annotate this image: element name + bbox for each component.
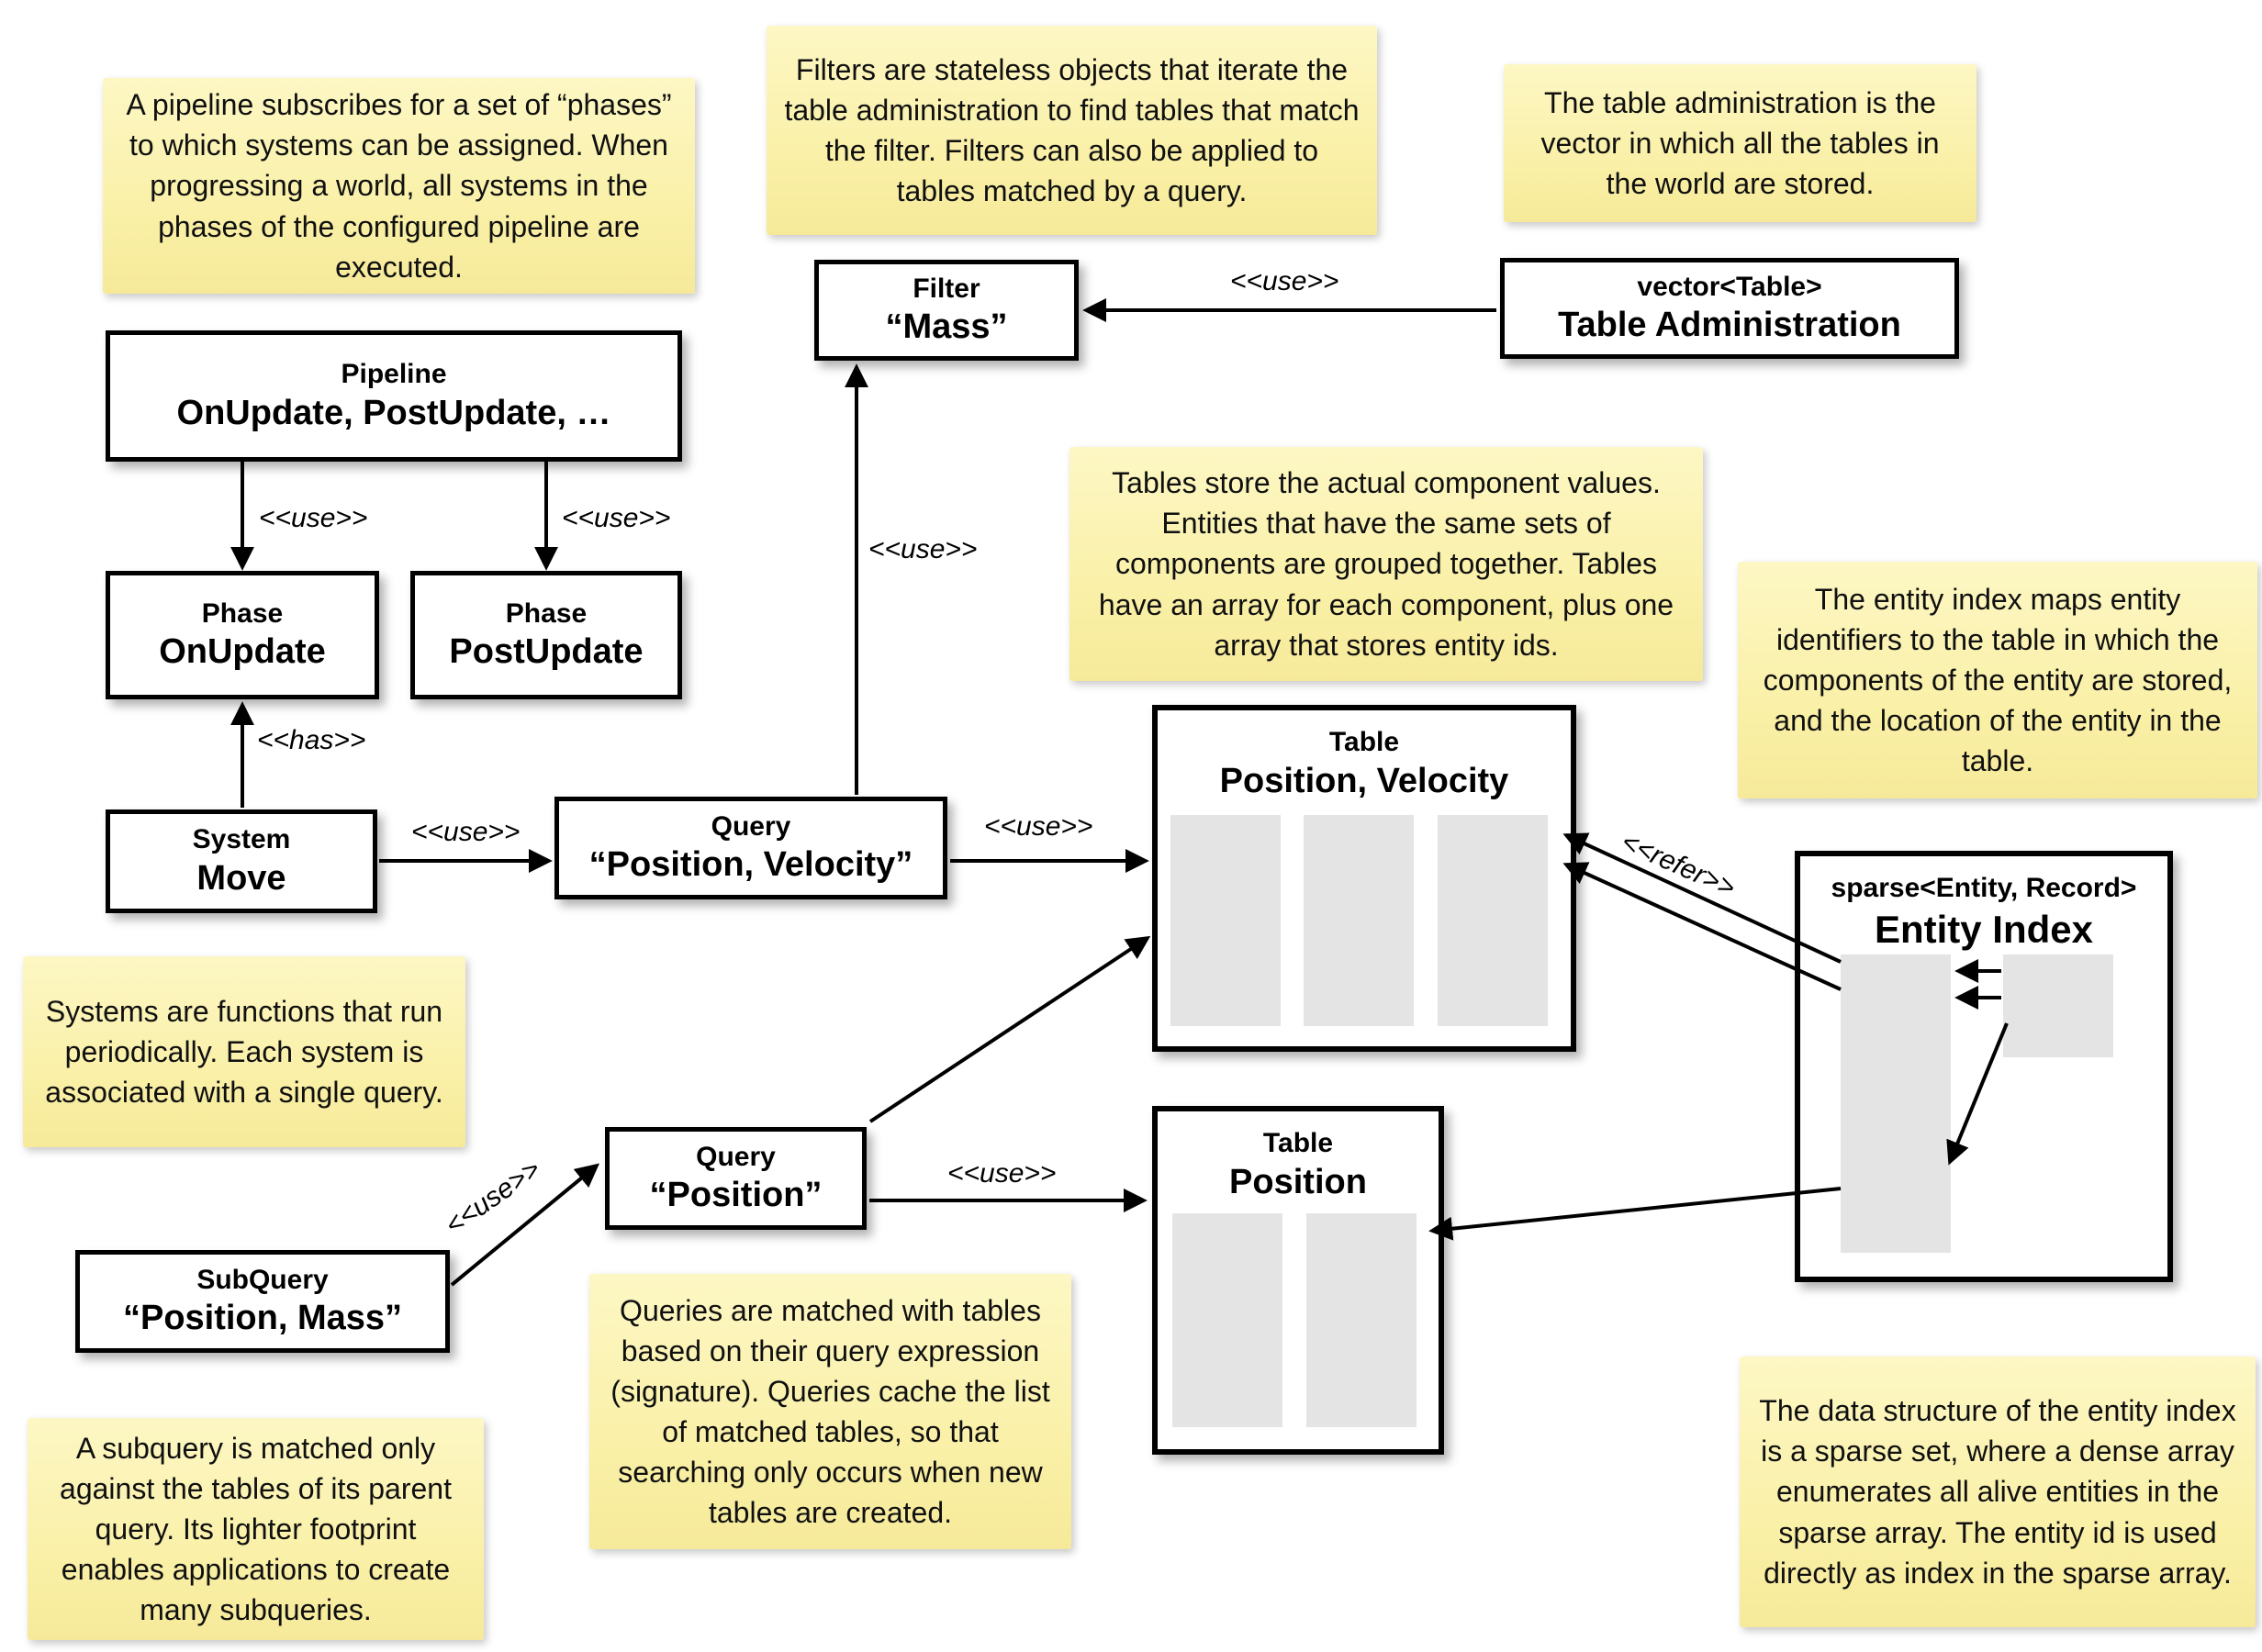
note-entity-index: The entity index maps entity identifiers… xyxy=(1738,562,2257,798)
note-filters: Filters are stateless objects that itera… xyxy=(767,26,1377,235)
box-phase-postupdate-title: Phase xyxy=(505,597,588,629)
box-subquery-title: SubQuery xyxy=(196,1264,329,1295)
edge-label-use: <<use>> xyxy=(439,1154,546,1242)
box-table-position-velocity-title: Table xyxy=(1328,727,1400,757)
box-query-position-title: Query xyxy=(696,1141,776,1172)
box-query-position-velocity-subtitle: “Position, Velocity” xyxy=(588,845,913,884)
sparse-array-column xyxy=(1841,954,1951,1253)
edge-label-has: <<has>> xyxy=(257,725,366,755)
box-pipeline: Pipeline OnUpdate, PostUpdate, … xyxy=(106,330,682,462)
box-table-administration: vector<Table> Table Administration xyxy=(1500,258,1959,359)
note-sparse-set: The data structure of the entity index i… xyxy=(1740,1356,2256,1627)
box-table-position-title: Table xyxy=(1262,1128,1334,1158)
edge-label-use: <<use>> xyxy=(984,811,1093,842)
box-table-position-velocity-subtitle: Position, Velocity xyxy=(1219,761,1509,800)
note-subquery: A subquery is matched only against the t… xyxy=(28,1418,484,1640)
edge-querypos-tablepv xyxy=(868,935,1151,1123)
box-phase-onupdate-title: Phase xyxy=(201,597,284,629)
note-tables: Tables store the actual component values… xyxy=(1069,447,1703,681)
box-entity-index: sparse<Entity, Record> Entity Index xyxy=(1795,851,2173,1282)
edge-label-refer: <<refer>> xyxy=(1617,826,1740,904)
box-pipeline-subtitle: OnUpdate, PostUpdate, … xyxy=(176,393,611,432)
box-query-position-velocity: Query “Position, Velocity” xyxy=(554,797,947,899)
box-system-move-subtitle: Move xyxy=(196,858,286,898)
array-column xyxy=(1438,815,1548,1026)
dense-array-block xyxy=(2003,954,2113,1057)
box-phase-onupdate-subtitle: OnUpdate xyxy=(159,632,326,671)
array-column xyxy=(1304,815,1414,1026)
box-table-position: Table Position xyxy=(1152,1106,1444,1455)
note-systems: Systems are functions that run periodica… xyxy=(23,956,465,1147)
edge-index-tablepos xyxy=(1428,1187,1842,1241)
box-entity-index-title: sparse<Entity, Record> xyxy=(1831,873,2137,903)
note-queries: Queries are matched with tables based on… xyxy=(589,1274,1071,1549)
box-filter-mass: Filter “Mass” xyxy=(814,260,1079,361)
array-column xyxy=(1306,1213,1417,1427)
box-entity-index-subtitle: Entity Index xyxy=(1874,907,2094,951)
array-column xyxy=(1172,1213,1282,1427)
note-table-administration: The table administration is the vector i… xyxy=(1504,64,1976,222)
box-system-move: System Move xyxy=(106,809,377,913)
box-system-move-title: System xyxy=(192,824,291,854)
box-filter-mass-subtitle: “Mass” xyxy=(885,307,1008,346)
box-table-position-velocity: Table Position, Velocity xyxy=(1152,705,1576,1052)
edge-label-use: <<use>> xyxy=(562,503,671,533)
box-filter-mass-title: Filter xyxy=(913,273,980,304)
box-subquery-subtitle: “Position, Mass” xyxy=(122,1299,403,1337)
box-pipeline-title: Pipeline xyxy=(341,359,447,389)
box-phase-postupdate: Phase PostUpdate xyxy=(410,571,682,699)
edge-label-use: <<use>> xyxy=(1230,266,1339,296)
edge-label-use: <<use>> xyxy=(259,503,368,533)
note-pipeline: A pipeline subscribes for a set of “phas… xyxy=(103,78,695,294)
box-table-administration-subtitle: Table Administration xyxy=(1558,306,1901,344)
edge-label-use: <<use>> xyxy=(411,817,521,847)
box-phase-postupdate-subtitle: PostUpdate xyxy=(449,632,644,671)
edge-label-use: <<use>> xyxy=(947,1158,1057,1189)
box-table-administration-title: vector<Table> xyxy=(1637,271,1822,302)
box-query-position: Query “Position” xyxy=(605,1127,867,1230)
box-subquery: SubQuery “Position, Mass” xyxy=(75,1250,450,1353)
box-query-position-velocity-title: Query xyxy=(711,810,791,842)
array-column xyxy=(1170,815,1281,1026)
box-table-position-subtitle: Position xyxy=(1229,1162,1367,1201)
box-query-position-subtitle: “Position” xyxy=(649,1176,823,1214)
box-phase-onupdate: Phase OnUpdate xyxy=(106,571,379,699)
edge-label-use: <<use>> xyxy=(868,534,978,564)
